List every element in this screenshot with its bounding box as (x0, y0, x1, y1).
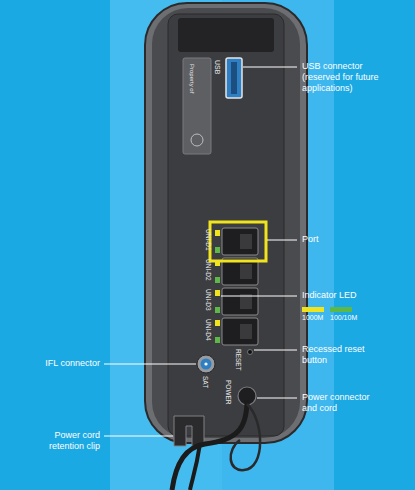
callout-label: IFL connector (10, 358, 100, 369)
label-holder: SAT (201, 376, 209, 388)
back-panel (168, 14, 284, 436)
retention-clip (174, 416, 204, 446)
ifl-connector-pin (204, 362, 207, 365)
ifl-connector-core (201, 359, 212, 370)
port-marking: USB (213, 60, 221, 74)
housing-side (152, 8, 300, 438)
led-green (215, 247, 220, 253)
callout-label: Indicator LED (302, 290, 402, 301)
legend-swatch (330, 307, 352, 312)
label-holder: POWER (224, 380, 232, 405)
sticker-logo (191, 134, 203, 146)
leader-line (221, 296, 297, 297)
ethernet-port (222, 318, 258, 345)
label-holder: UNI-D2 (204, 259, 212, 281)
port-marking: RESET (234, 349, 242, 371)
label-holder: Port (302, 234, 402, 245)
label-holder: Power cord retention clip (38, 430, 100, 452)
ethernet-port (222, 288, 258, 315)
label-holder: USB connector (reserved for future appli… (302, 61, 402, 93)
label-holder: RESET (234, 349, 242, 371)
leader-line (243, 67, 297, 68)
led-green (215, 277, 220, 283)
port-marking: POWER (224, 380, 232, 405)
legend-item: 1000M (302, 307, 330, 322)
legend-item: 100/10M (330, 307, 358, 322)
port-jack (240, 324, 252, 339)
legend-label: 1000M (302, 307, 330, 322)
label-holder: Property of (188, 64, 195, 93)
power-cord-loop (231, 404, 260, 470)
label-holder: UNI-D4 (204, 319, 212, 341)
label-holder: Power connector and cord (302, 392, 382, 414)
ifl-connector (197, 355, 215, 373)
callout-label: Power connector and cord (302, 392, 382, 414)
led-yellow (215, 320, 220, 326)
usb-port-tongue (231, 62, 237, 94)
leader-line (267, 240, 297, 241)
led-yellow (215, 290, 220, 296)
label-sticker (183, 58, 211, 154)
leader-line (257, 398, 297, 399)
port-jack (240, 234, 252, 249)
usb-port (226, 58, 242, 98)
ethernet-port (222, 228, 258, 255)
callout-label: Recessed reset button (302, 344, 374, 366)
label-holder: Indicator LED (302, 290, 402, 301)
legend-swatch (302, 307, 324, 312)
led-yellow (215, 230, 220, 236)
housing (145, 3, 307, 443)
callout-label: Power cord retention clip (38, 430, 100, 452)
led-green (215, 307, 220, 313)
label-holder: UNI-D1 (204, 229, 212, 251)
port-marking: UNI-D4 (204, 319, 212, 341)
leader-line (104, 436, 173, 437)
highlight-box (210, 222, 266, 261)
label-holder: UNI-D3 (204, 289, 212, 311)
callout-label: Port (302, 234, 402, 245)
callout-label: USB connector (reserved for future appli… (302, 61, 402, 93)
port-marking: SAT (201, 376, 209, 388)
legend-label: 100/10M (330, 307, 358, 322)
port-marking: UNI-D2 (204, 259, 212, 281)
label-holder: IFL connector (10, 358, 100, 369)
leader-line (104, 364, 196, 365)
port-marking: UNI-D3 (204, 289, 212, 311)
port-marking: UNI-D1 (204, 229, 212, 251)
label-holder: USB (213, 60, 221, 74)
reset-button (248, 350, 253, 355)
power-cord (190, 444, 200, 490)
label-holder: Recessed reset button (302, 344, 374, 366)
port-jack (240, 264, 252, 279)
led-green (215, 337, 220, 343)
top-vent (178, 18, 274, 52)
light-band (110, 0, 334, 490)
sticker-text: Property of (188, 64, 195, 93)
leader-line (254, 350, 297, 351)
